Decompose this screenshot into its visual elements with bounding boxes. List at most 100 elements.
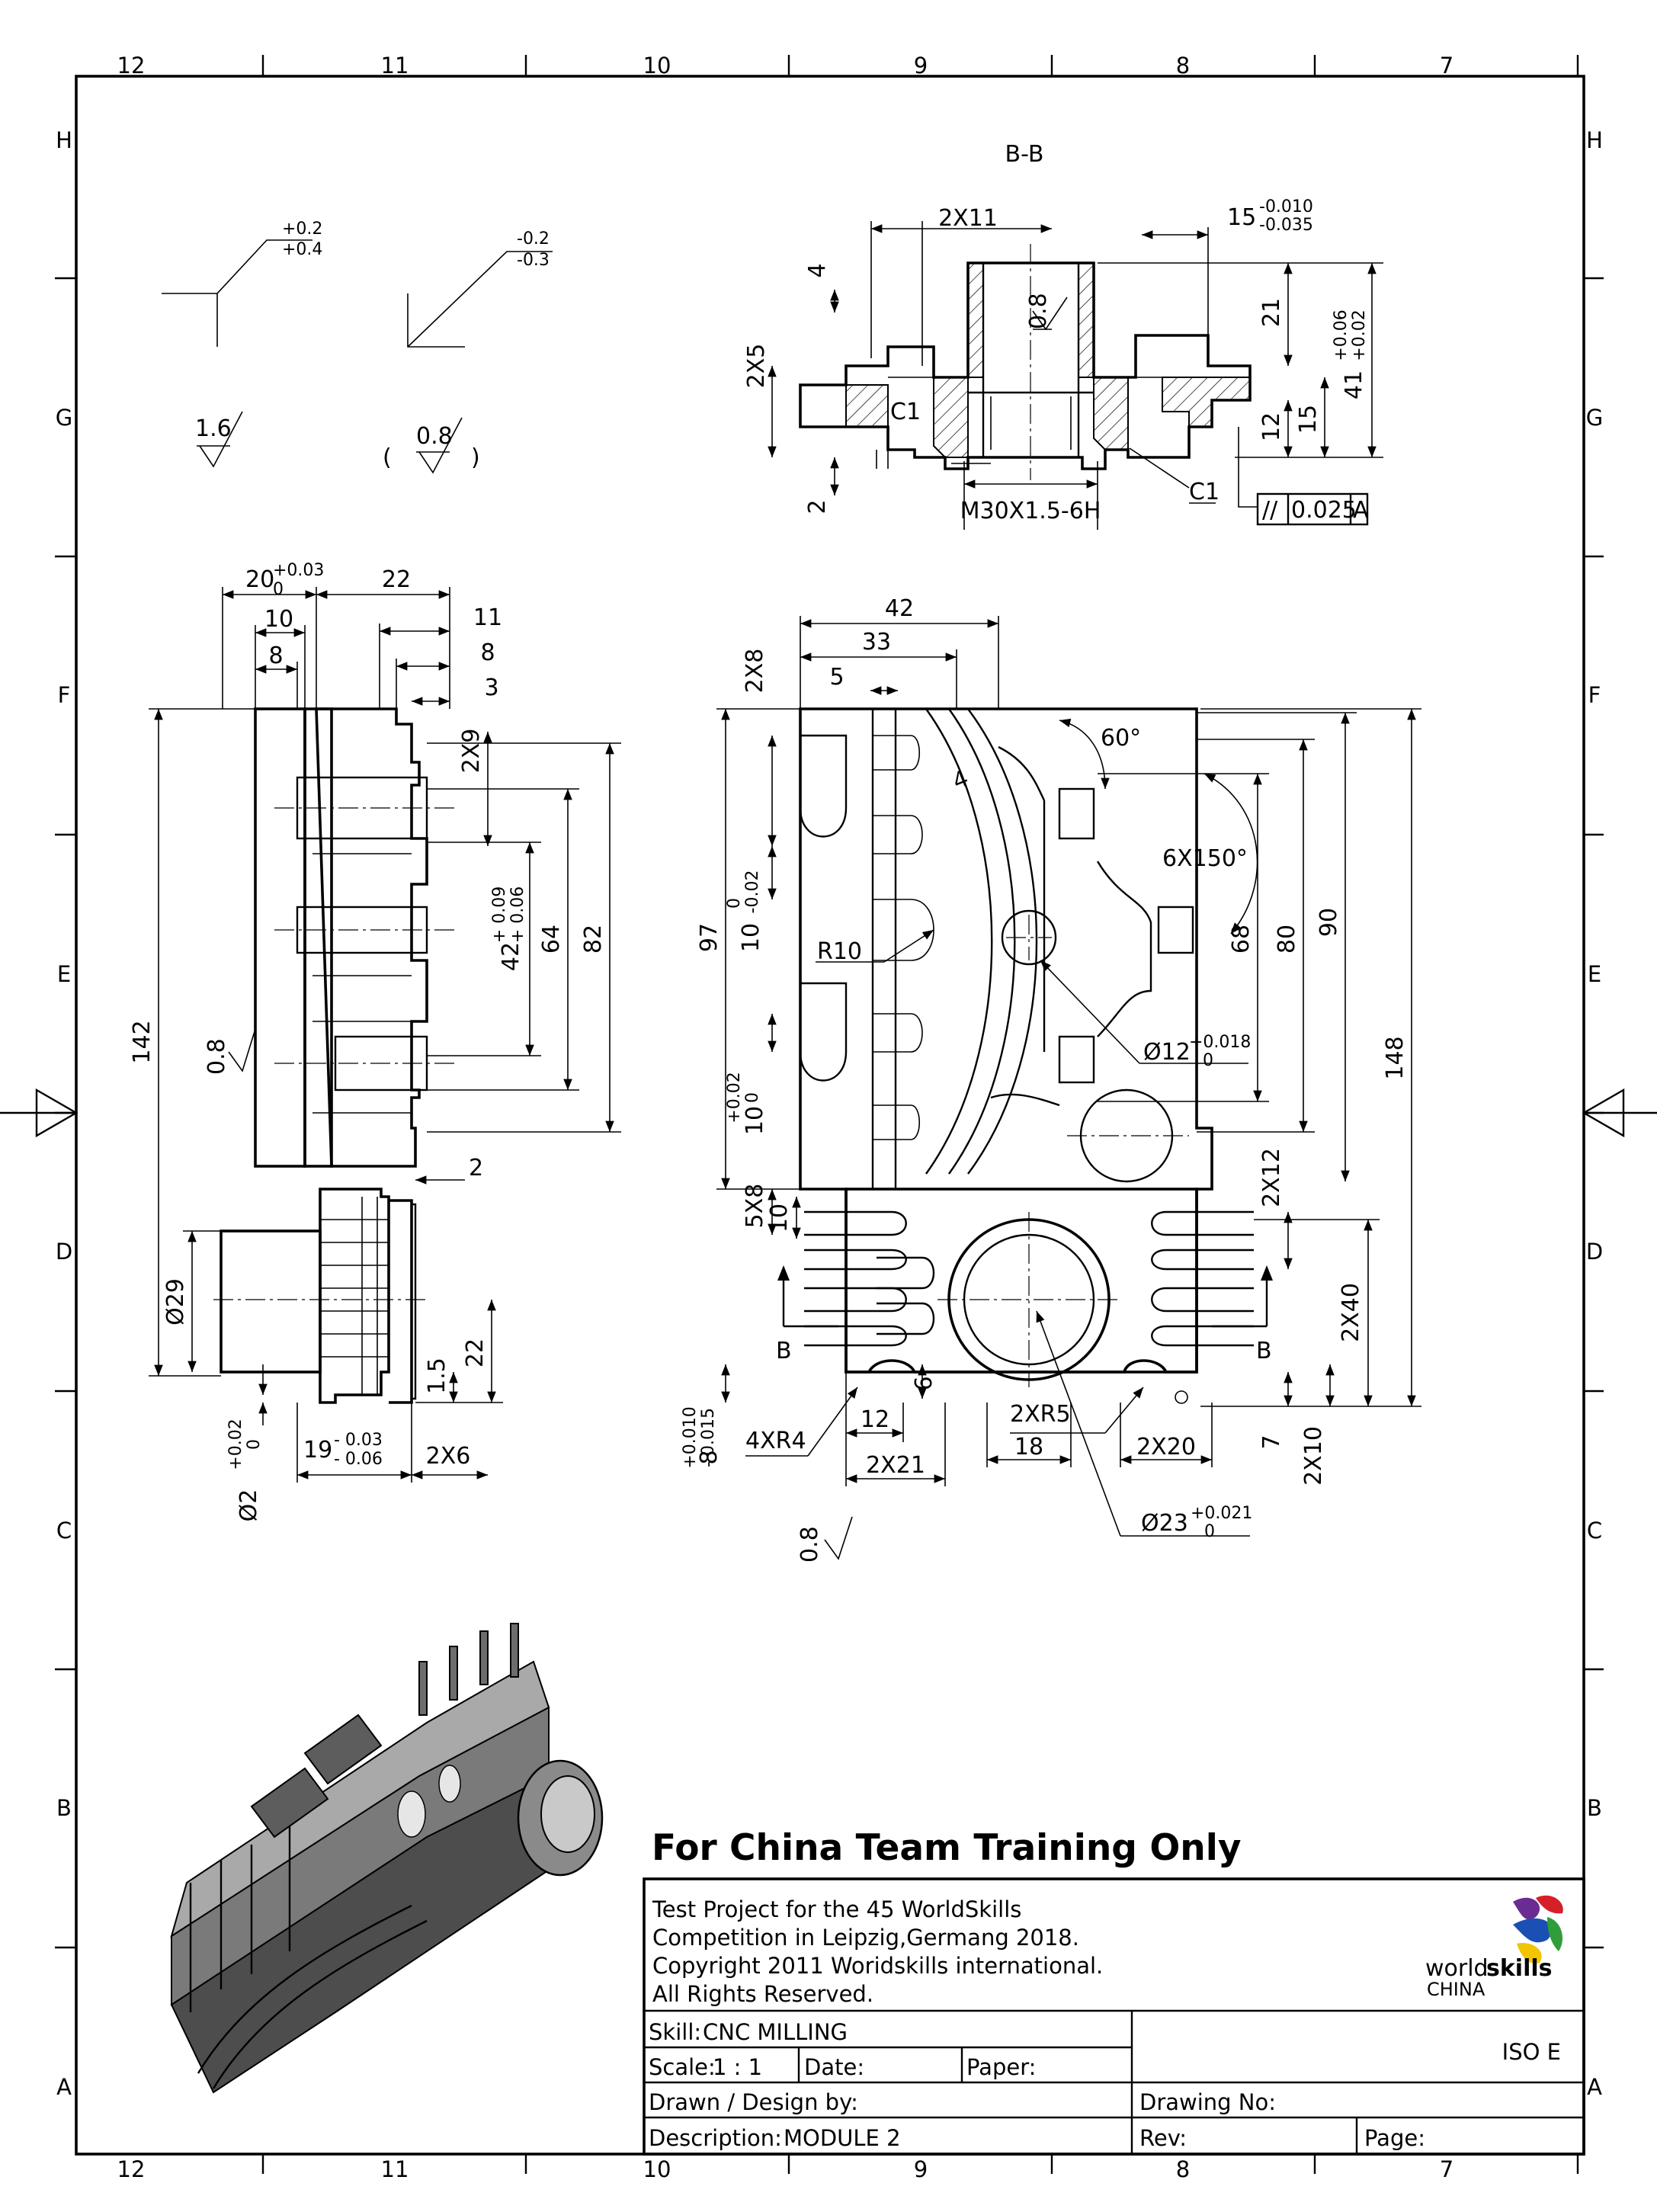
dim-3: 3 — [484, 675, 498, 701]
roughness-symbol — [418, 417, 463, 474]
section-mark-left: B — [776, 1338, 792, 1364]
dim-2: 2 — [804, 499, 831, 514]
dim-10: 10 — [264, 606, 293, 633]
fcf-value: 0.025 — [1291, 497, 1357, 524]
scale-value: 1 : 1 — [713, 2054, 762, 2080]
project-line: Test Project for the 45 WorldSkills — [652, 1896, 1021, 1922]
dim-60-deg: 60° — [1101, 725, 1141, 752]
project-line: Copyright 2011 Woridskills international… — [652, 1953, 1103, 1979]
rev-label: Rev: — [1139, 2125, 1187, 2151]
paren-open: ( — [383, 444, 392, 471]
skill-value: CNC MILLING — [703, 2019, 848, 2045]
dim-90: 90 — [1316, 908, 1342, 937]
row-label: F — [1588, 682, 1601, 708]
col-label: 9 — [914, 2156, 928, 2182]
dim-2: 2 — [469, 1155, 483, 1181]
dim-2x5: 2X5 — [743, 344, 770, 389]
center-mark-left — [0, 1088, 79, 1138]
dim-12: 12 — [1258, 412, 1285, 441]
dim-4: 4 — [949, 765, 973, 796]
logo-world: world — [1425, 1955, 1489, 1982]
dim-22b: 22 — [462, 1338, 489, 1367]
dim-2x10: 2X10 — [1300, 1426, 1327, 1486]
dim-10a: 10 — [738, 923, 764, 952]
dim-dia2: Ø2 — [236, 1489, 262, 1522]
isometric-model — [170, 1623, 604, 2094]
roughness-value: 0.8 — [416, 423, 453, 450]
dim-41-upper: +0.06 — [1332, 309, 1351, 361]
dim-10a-upper: 0 — [725, 898, 744, 909]
center-mark-right — [1582, 1088, 1657, 1138]
dim-2x20: 2X20 — [1136, 1434, 1196, 1460]
logo-skills: skills — [1486, 1955, 1553, 1982]
dim-42-lower: + 0.06 — [508, 886, 527, 943]
col-label: 8 — [1176, 53, 1190, 79]
edge-symbol-a — [162, 239, 312, 347]
row-label: H — [56, 127, 72, 153]
row-label: C — [1587, 1518, 1602, 1544]
feature-control-frame — [1256, 492, 1369, 526]
fcf-parallelism-symbol: // — [1262, 497, 1278, 524]
dim-dia12-upper: +0.018 — [1189, 1033, 1251, 1052]
dim-2x11: 2X11 — [938, 205, 998, 232]
dim-dia23-lower: 0 — [1204, 1522, 1215, 1541]
section-title: B-B — [1005, 141, 1044, 168]
dim-97: 97 — [696, 923, 723, 952]
dim-80: 80 — [1274, 925, 1300, 954]
dim-42: 42 — [498, 942, 524, 971]
col-label: 7 — [1440, 53, 1453, 79]
col-label: 7 — [1440, 2156, 1453, 2182]
dim-2x21: 2X21 — [866, 1452, 925, 1479]
dim-42: 42 — [885, 595, 914, 622]
col-label: 12 — [117, 53, 146, 79]
dim-15-lower: -0.035 — [1259, 216, 1313, 235]
dim-dia23-upper: +0.021 — [1191, 1504, 1252, 1523]
roughness-value: 0.8 — [1025, 293, 1052, 329]
tolerance-lower: +0.4 — [282, 240, 322, 259]
title-block: For China Team Training Only Test Projec… — [643, 1827, 1585, 2156]
tolerance-upper: -0.2 — [517, 229, 550, 248]
dim-2x40: 2X40 — [1338, 1283, 1364, 1342]
row-label: B — [1587, 1795, 1602, 1821]
worldskills-logo: world skills CHINA — [1425, 1895, 1563, 2000]
col-label: 11 — [381, 2156, 409, 2182]
row-label: B — [56, 1795, 72, 1821]
dim-5: 5 — [829, 664, 844, 691]
row-label: G — [56, 405, 72, 431]
roughness-value: 0.8 — [204, 1038, 230, 1075]
chamfer-left: C1 — [890, 399, 921, 425]
dim-10c: 10 — [766, 1204, 793, 1233]
skill-label: Skill: — [649, 2019, 701, 2045]
dim-18: 18 — [1014, 1434, 1043, 1460]
drawn-label: Drawn / Design by: — [649, 2089, 858, 2115]
dim-2x12: 2X12 — [1258, 1148, 1285, 1207]
dim-64: 64 — [538, 925, 565, 954]
hole-dia12 — [1001, 909, 1057, 966]
dim-r10: R10 — [817, 938, 862, 965]
col-label: 10 — [643, 2156, 671, 2182]
chamfer-right: C1 — [1189, 479, 1220, 505]
row-label: G — [1586, 405, 1603, 431]
dim-8: 8 — [268, 643, 283, 669]
col-label: 11 — [381, 53, 409, 79]
row-label: A — [1587, 2074, 1602, 2100]
dim-8: 8 — [696, 1450, 723, 1464]
row-label: A — [56, 2074, 72, 2100]
row-label: E — [1588, 961, 1601, 987]
dim-2x9: 2X9 — [458, 729, 485, 774]
dim-22: 22 — [382, 566, 411, 593]
dim-1-5: 1.5 — [424, 1358, 450, 1394]
col-label: 10 — [643, 53, 671, 79]
dim-82: 82 — [580, 925, 607, 954]
dim-148: 148 — [1382, 1036, 1409, 1079]
logo-china: CHINA — [1427, 1979, 1486, 2000]
dim-5x8: 5X8 — [742, 1184, 768, 1229]
page-label: Page: — [1364, 2125, 1425, 2151]
dim-10a-lower: -0.02 — [743, 870, 762, 914]
section-view-b-b: B-B 2X11 15 -0.010 -0.035 4 — [743, 141, 1383, 530]
dim-dia2-upper: +0.02 — [226, 1419, 245, 1470]
front-view: B B 42 33 5 2X8 60° 4 6X150° 97 10 0 -0.… — [681, 595, 1421, 1563]
dim-20-upper: +0.03 — [273, 561, 324, 580]
roughness-symbol — [199, 411, 243, 468]
